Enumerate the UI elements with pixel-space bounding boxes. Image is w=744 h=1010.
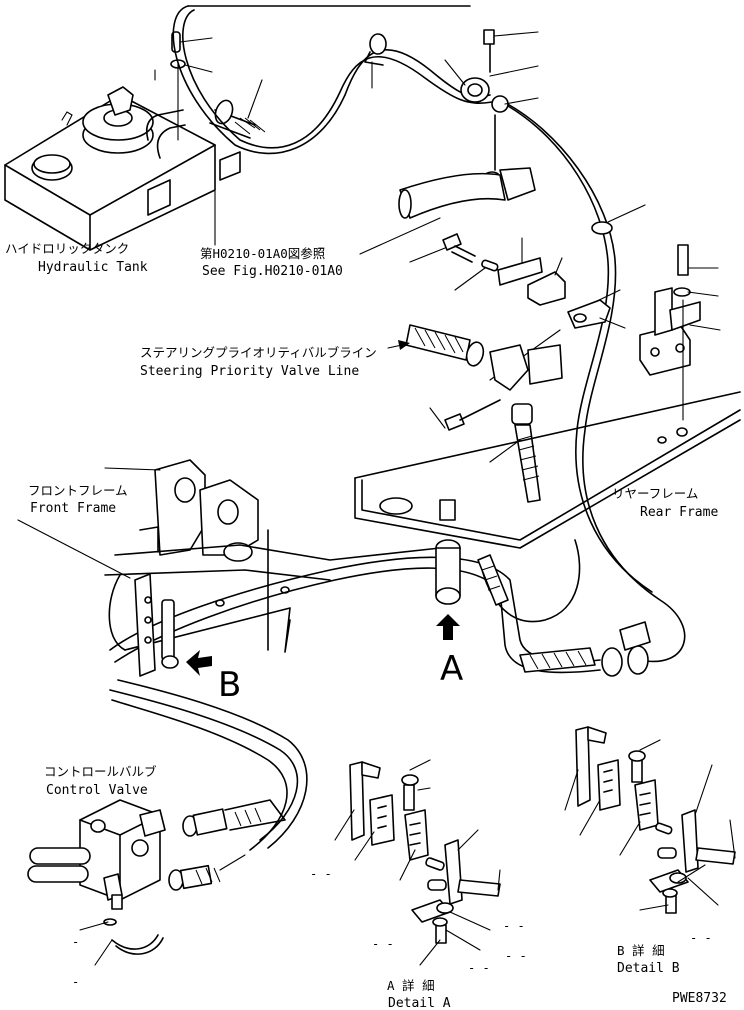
see-fig-label-en: See Fig.H0210-01A0 (202, 264, 343, 279)
rear-frame-label-en: Rear Frame (640, 505, 718, 520)
rear-bracket (639, 244, 721, 437)
detail-a-label-jp: A 詳 細 (387, 978, 435, 993)
tank-fitting (170, 31, 213, 141)
steering-label-en: Steering Priority Valve Line (140, 364, 359, 379)
detail-a-parts (334, 759, 501, 966)
control-valve (27, 799, 166, 966)
view-a-marker (435, 499, 651, 677)
steering-priority-line (387, 324, 563, 503)
hydraulic-tank-label-jp: ハイドロリックタンク (5, 241, 129, 256)
detail-a-dash-1: - - (503, 919, 525, 933)
view-a-label: A (440, 649, 463, 689)
hydraulic-tank-label-en: Hydraulic Tank (38, 260, 148, 275)
detail-a-dash-5: - - (310, 867, 332, 881)
detail-a-dash-4: - - (468, 961, 490, 975)
front-frame-label-en: Front Frame (30, 501, 116, 516)
detail-b-dash: - - (690, 931, 712, 945)
detail-a-dash-2: - - (505, 949, 527, 963)
view-b-label: B (218, 665, 241, 705)
see-fig-label-jp: 第H0210-01A0図参照 (200, 246, 325, 261)
view-b-marker (134, 573, 212, 677)
control-valve-dash-1: - (72, 935, 79, 949)
suction-hose (209, 79, 266, 139)
control-valve-hoses (168, 799, 286, 891)
elbow-hose (398, 167, 536, 219)
detail-a-dash-3: - - (372, 937, 394, 951)
rear-frame-label-jp: リヤーフレーム (612, 486, 698, 501)
bracket-parts-top-right (409, 233, 626, 381)
detail-b-label-en: Detail B (617, 961, 680, 976)
detail-b-label-jp: B 詳 細 (617, 943, 665, 958)
detail-a-label-en: Detail A (388, 996, 451, 1010)
control-valve-label-jp: コントロールバルブ (44, 764, 157, 779)
steering-label-jp: ステアリングプライオリティバルブライン (140, 345, 377, 360)
detail-b-parts (564, 726, 736, 914)
control-valve-label-en: Control Valve (46, 783, 148, 798)
front-frame-label-jp: フロントフレーム (28, 483, 128, 498)
hydraulic-tank (4, 69, 241, 251)
see-fig-leader (359, 217, 441, 255)
control-valve-dash-2: - (72, 975, 79, 989)
rear-frame (354, 391, 741, 623)
drawing-number: PWE8732 (672, 991, 727, 1006)
top-pipe (172, 5, 686, 663)
